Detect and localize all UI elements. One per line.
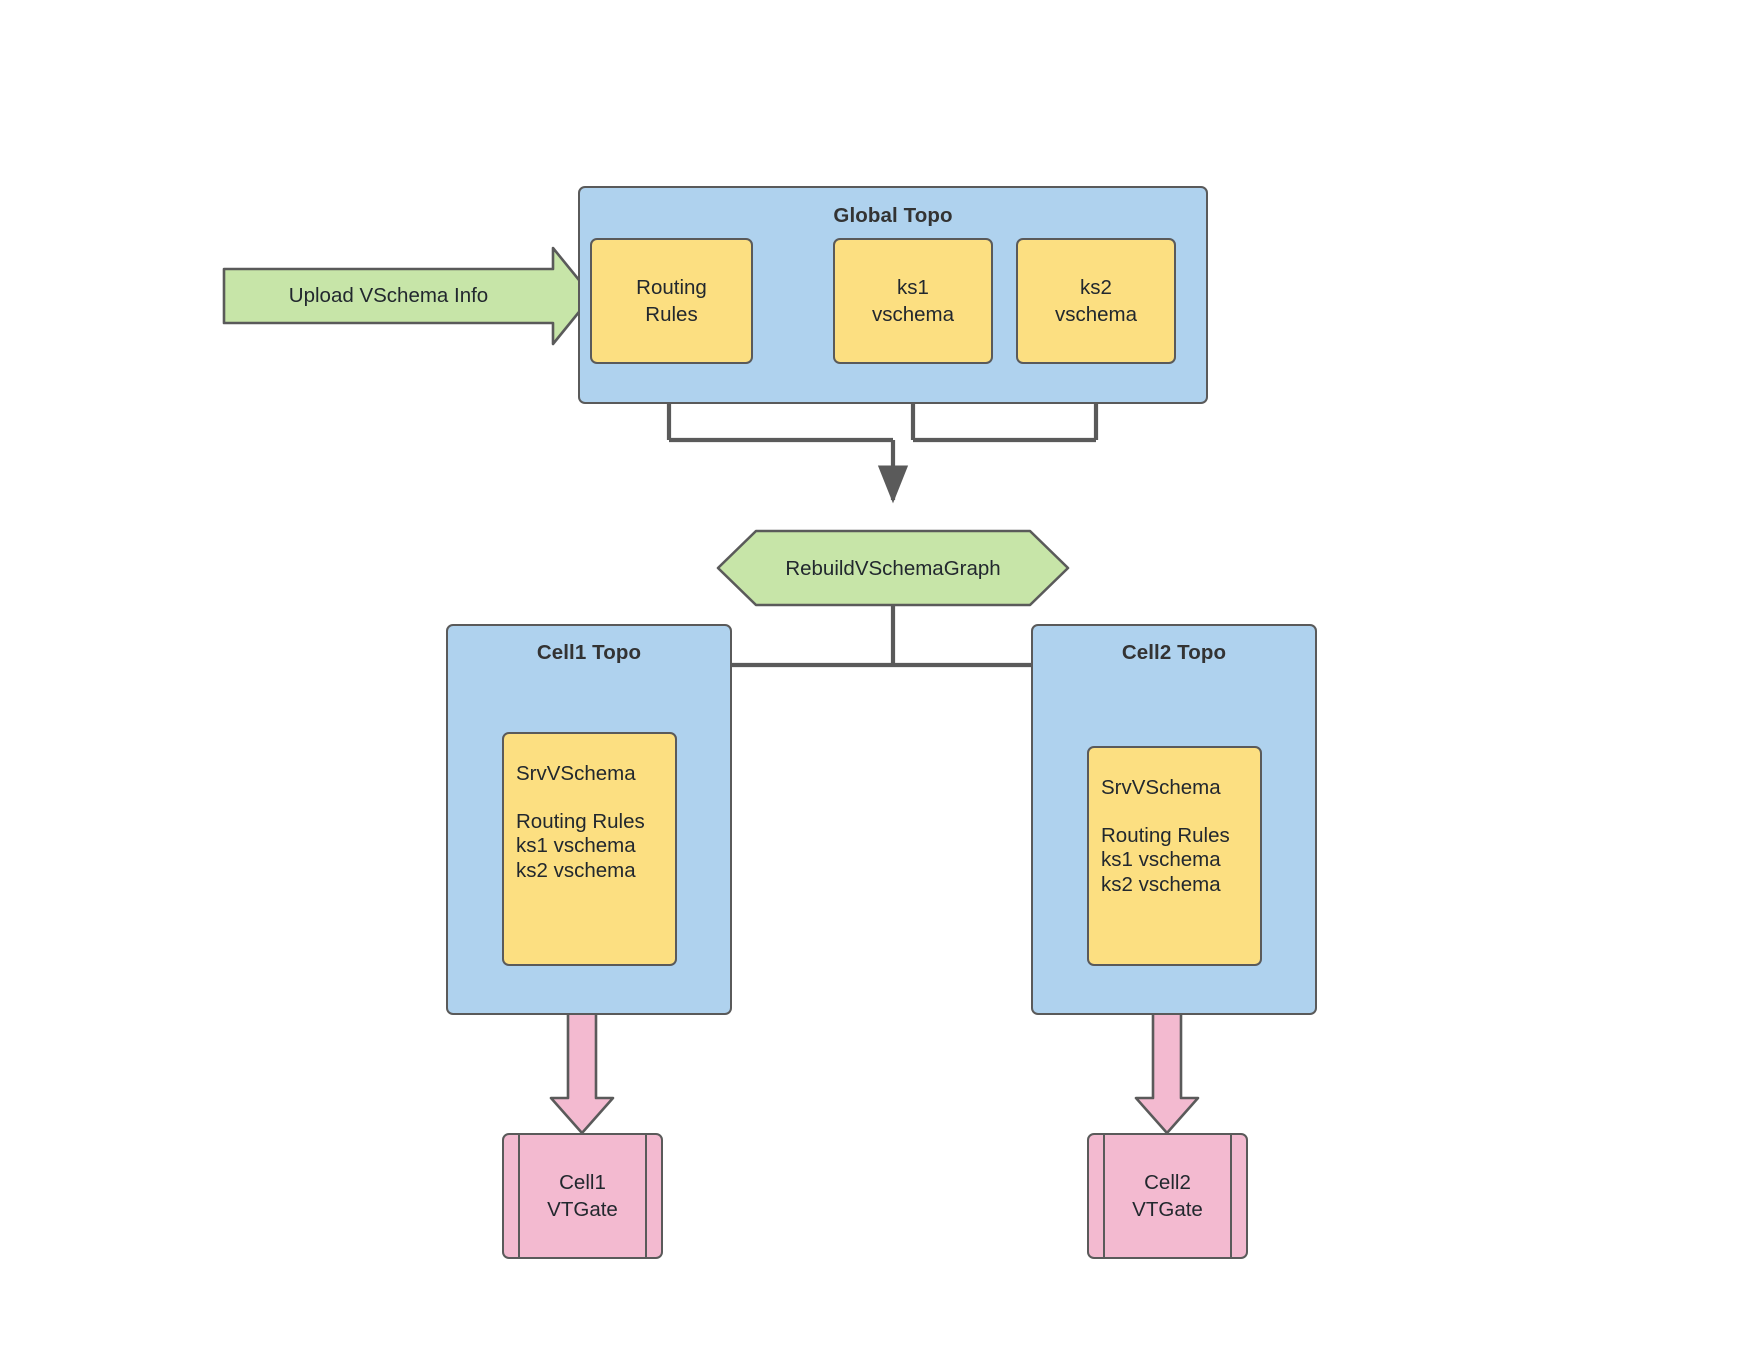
cell1-srvvschema-item-1: ks1 vschema (516, 834, 636, 858)
cell1-srvvschema-item-2: ks2 vschema (516, 858, 636, 882)
cell1-srvvschema-heading: SrvVSchema (516, 762, 636, 785)
cell1-topo-title: Cell1 Topo (536, 641, 642, 664)
cell1-vtgate-line2: VTGate (547, 1198, 618, 1221)
ks2-vschema-line1: ks2 (1080, 275, 1112, 299)
cell2-srvvschema-item-2: ks2 vschema (1101, 872, 1221, 896)
cell2-vtgate-line1: Cell2 (1144, 1170, 1191, 1194)
ks1-vschema-line2: vschema (871, 303, 955, 326)
ks2-vschema-node[interactable]: ks2 vschema (1016, 238, 1176, 364)
cell2-vtgate-line2: VTGate (1132, 1198, 1203, 1221)
cell2-topo-title: Cell2 Topo (1121, 641, 1227, 664)
cell1-srvvschema-spacer (516, 786, 675, 810)
routing-rules-line1: Routing (636, 275, 707, 299)
rebuild-vschema-graph-shape[interactable] (716, 529, 1070, 607)
cell2-srvvschema-item-0: Routing Rules (1101, 824, 1230, 848)
rebuild-vschema-graph-label: RebuildVSchemaGraph (785, 557, 1001, 580)
global-topo-title: Global Topo (833, 204, 953, 227)
upload-vschema-arrow-shape[interactable] (222, 246, 594, 346)
cell2-vtgate-node[interactable]: Cell2 VTGate (1087, 1133, 1248, 1259)
cell2-srvvschema-item-1: ks1 vschema (1101, 848, 1221, 872)
ks1-vschema-node[interactable]: ks1 vschema (833, 238, 993, 364)
routing-rules-node[interactable]: Routing Rules (590, 238, 753, 364)
ks2-vschema-line2: vschema (1054, 303, 1138, 326)
routing-rules-line2: Rules (645, 303, 698, 326)
cell1-vtgate-line1: Cell1 (559, 1170, 606, 1194)
cell2-srvvschema-spacer (1101, 800, 1260, 824)
cell2-srvvschema-node[interactable]: SrvVSchema Routing Rules ks1 vschema ks2… (1087, 746, 1262, 966)
cell1-srvvschema-item-0: Routing Rules (516, 810, 645, 834)
cell2-srvvschema-heading: SrvVSchema (1101, 776, 1221, 799)
cell1-srvvschema-node[interactable]: SrvVSchema Routing Rules ks1 vschema ks2… (502, 732, 677, 966)
upload-vschema-arrow-label: Upload VSchema Info (288, 284, 489, 307)
cell1-vtgate-node[interactable]: Cell1 VTGate (502, 1133, 663, 1259)
ks1-vschema-line1: ks1 (897, 275, 929, 299)
